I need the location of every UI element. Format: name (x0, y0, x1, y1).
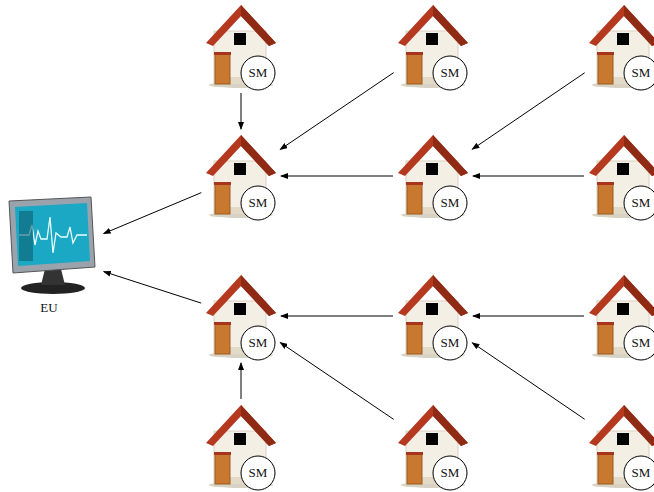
house-node: SM (205, 403, 277, 489)
energy-utility: EU (5, 195, 100, 315)
meter-label: SM (433, 334, 467, 352)
data-arrow (473, 176, 584, 177)
house-node: SM (205, 133, 277, 219)
data-arrow (104, 272, 201, 304)
house-node: SM (205, 3, 277, 89)
house-node: SM (397, 403, 469, 489)
data-arrow (472, 343, 584, 419)
meter-label: SM (624, 464, 654, 482)
data-arrow (104, 193, 202, 234)
meter-label: SM (433, 64, 467, 82)
house-node: SM (397, 3, 469, 89)
meter-label: SM (624, 194, 654, 212)
meter-label: SM (624, 64, 654, 82)
house-node: SM (588, 133, 654, 219)
house-node: SM (397, 133, 469, 219)
meter-label: SM (241, 194, 275, 212)
data-arrow (472, 73, 584, 149)
data-arrow (241, 93, 242, 129)
house-node: SM (588, 403, 654, 489)
meter-label: SM (624, 334, 654, 352)
meter-label: SM (241, 64, 275, 82)
data-arrow (280, 73, 393, 150)
house-node: SM (588, 273, 654, 359)
node-label: EU (5, 300, 93, 316)
meter-label: SM (241, 334, 275, 352)
house-node: SM (397, 273, 469, 359)
house-node: SM (588, 3, 654, 89)
data-arrow (473, 316, 584, 317)
data-arrow (281, 316, 393, 317)
meter-label: SM (433, 464, 467, 482)
meter-label: SM (241, 464, 275, 482)
data-arrow (241, 363, 242, 399)
monitor-icon (5, 195, 100, 300)
house-node: SM (205, 273, 277, 359)
data-arrow (281, 176, 393, 177)
data-arrow (280, 343, 393, 420)
meter-label: SM (433, 194, 467, 212)
